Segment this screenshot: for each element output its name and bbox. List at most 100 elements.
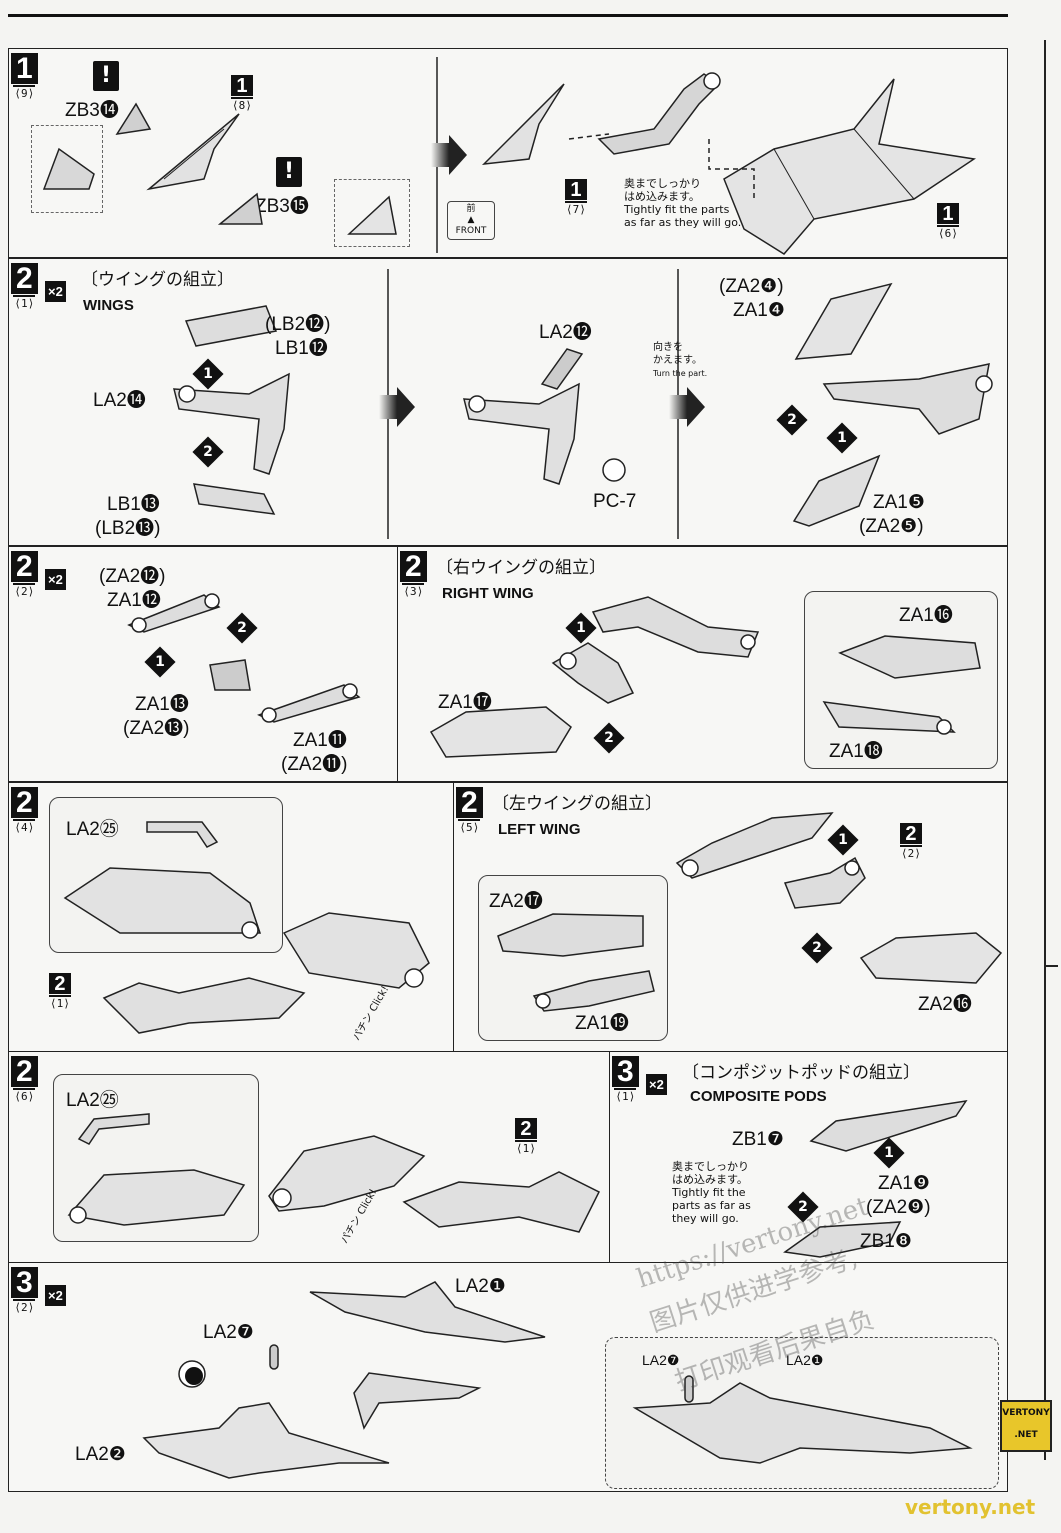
step-number: 3 ⟨1⟩ bbox=[612, 1056, 639, 1103]
part-label-za1-11: ZA1⓫ bbox=[293, 730, 347, 751]
step-2-1-panel: 2 ⟨1⟩ ×2 〔ウイングの組立〕 WINGS (LB2⓬) LB1⓬ LA2… bbox=[8, 258, 1008, 546]
order-marker-1: 1 bbox=[873, 1137, 905, 1169]
lb1-13-part-illustration bbox=[193, 483, 276, 515]
left-wing-frame-illustration bbox=[675, 812, 834, 879]
order-marker-1: 1 bbox=[827, 824, 859, 856]
quantity-badge: ×2 bbox=[646, 1074, 667, 1095]
note-jp-line: 奥までしっかり bbox=[624, 177, 701, 190]
dashed-guide-arrows bbox=[568, 133, 755, 199]
section-title-jp: 〔右ウイングの組立〕 bbox=[436, 558, 606, 578]
wing-frame-illustration bbox=[102, 977, 306, 1034]
main-body-illustration bbox=[723, 78, 977, 255]
part-label-la2-7-detail: LA2❼ bbox=[642, 1352, 680, 1368]
order-number: 2 bbox=[203, 444, 213, 460]
step-digit: 2 bbox=[456, 787, 483, 818]
wing-frame-illustration bbox=[402, 1171, 601, 1233]
ref-substep: ⟨8⟩ bbox=[231, 97, 253, 112]
detail-inset: LA2㉕ bbox=[49, 797, 283, 953]
part-label-za2-4: (ZA2❹) bbox=[719, 276, 784, 297]
step-number: 3 ⟨2⟩ bbox=[11, 1267, 38, 1314]
part-label-lb2-12: (LB2⓬) bbox=[265, 314, 331, 335]
detail-inset: LA2㉕ bbox=[53, 1074, 259, 1242]
reference-step-2-1: 2 ⟨1⟩ bbox=[49, 973, 71, 1010]
ref-digit: 2 bbox=[900, 823, 922, 844]
logo-line-2: .NET bbox=[1014, 1430, 1038, 1440]
zb3-15-part-illustration bbox=[217, 192, 263, 225]
order-number: 1 bbox=[838, 832, 848, 848]
ref-digit: 1 bbox=[565, 179, 587, 200]
turn-part-note: 向きを かえます。 Turn the part. bbox=[653, 341, 707, 380]
right-wing-frame-illustration bbox=[591, 596, 760, 658]
part-label-za1-5: ZA1❺ bbox=[873, 492, 925, 513]
front-direction-badge: 前 ▲ FRONT bbox=[447, 201, 495, 240]
front-arrow-icon: ▲ bbox=[467, 215, 475, 225]
step-2-6-panel: 2 ⟨6⟩ LA2㉕ 2 ⟨1⟩ パチン Click! bbox=[8, 1051, 610, 1263]
fit-note: 奥までしっかり はめ込みます。 Tightly fit the parts as… bbox=[624, 177, 741, 229]
ref-substep: ⟨1⟩ bbox=[49, 995, 71, 1010]
step-digit: 2 bbox=[11, 263, 38, 294]
part-label-zb1-8: ZB1❽ bbox=[860, 1231, 912, 1252]
ref-substep: ⟨1⟩ bbox=[515, 1140, 537, 1155]
wing-shell-illustration bbox=[63, 867, 262, 939]
reference-step-2-1: 2 ⟨1⟩ bbox=[515, 1118, 537, 1155]
order-number: 1 bbox=[155, 654, 165, 670]
step-number: 2 ⟨3⟩ bbox=[400, 551, 427, 598]
step-number: 2 ⟨5⟩ bbox=[456, 787, 483, 834]
ref-digit: 1 bbox=[937, 203, 959, 224]
note-jp-line: 奥までしっかり bbox=[672, 1160, 749, 1173]
part-label-za2-12: (ZA2⓬) bbox=[99, 566, 166, 587]
step-substep: ⟨1⟩ bbox=[614, 1088, 637, 1103]
la2-25-part-illustration bbox=[146, 821, 219, 848]
wing-tip-part-illustration bbox=[42, 147, 95, 190]
step-3-1-panel: 3 ⟨1⟩ ×2 〔コンポジットポッドの組立〕 COMPOSITE PODS Z… bbox=[609, 1051, 1008, 1263]
part-label-za2-17: ZA2⓱ bbox=[489, 891, 543, 912]
part-label-za2-13: (ZA2⓭) bbox=[123, 718, 190, 739]
part-label-za1-12: ZA1⓬ bbox=[107, 590, 161, 611]
wing-shell-illustration bbox=[67, 1169, 246, 1226]
wing-blade-illustration bbox=[481, 83, 565, 165]
part-label-za2-16: ZA2⓰ bbox=[918, 994, 972, 1015]
zb1-7-part-illustration bbox=[809, 1099, 968, 1152]
order-marker-1: 1 bbox=[565, 612, 597, 644]
step-3-2-panel: 3 ⟨2⟩ ×2 LA2❶ LA2❼ LA2❷ LA2❼ LA2❶ bbox=[8, 1262, 1008, 1492]
order-number: 2 bbox=[787, 412, 797, 428]
right-margin-mark bbox=[1044, 965, 1058, 967]
lb2-12-part-illustration bbox=[184, 305, 278, 347]
part-label-za1-17: ZA1⓱ bbox=[438, 692, 492, 713]
step-substep: ⟨3⟩ bbox=[402, 583, 425, 598]
section-title-en: LEFT WING bbox=[498, 821, 581, 838]
wing-body-illustration bbox=[268, 1135, 426, 1212]
step-substep: ⟨2⟩ bbox=[13, 1299, 36, 1314]
part-label-zb3-15: ZB3⓯ bbox=[255, 196, 309, 217]
section-title-en: COMPOSITE PODS bbox=[690, 1088, 827, 1105]
part-label-za2-5: (ZA2❺) bbox=[859, 516, 924, 537]
black-sticker-icon bbox=[178, 1360, 206, 1388]
order-number: 1 bbox=[576, 620, 586, 636]
part-label-la2-7: LA2❼ bbox=[203, 1322, 254, 1343]
detail-inset: LA2❼ LA2❶ bbox=[605, 1337, 999, 1489]
section-title-jp: 〔コンポジットポッドの組立〕 bbox=[682, 1063, 920, 1083]
pc7-joint-icon bbox=[602, 458, 626, 482]
note-en-line: Tightly fit the bbox=[672, 1186, 746, 1199]
note-en-line: as far as they will go. bbox=[624, 216, 742, 229]
order-number: 1 bbox=[837, 430, 847, 446]
part-label-la2-25: LA2㉕ bbox=[66, 1090, 119, 1111]
step-substep: ⟨6⟩ bbox=[13, 1088, 36, 1103]
warning-icon: ! bbox=[276, 157, 302, 187]
step-digit: 2 bbox=[11, 551, 38, 582]
la2-2-part-illustration bbox=[142, 1402, 390, 1479]
part-label-lb1-13: LB1⓭ bbox=[107, 494, 160, 515]
part-label-za1-18: ZA1⓲ bbox=[829, 741, 883, 762]
order-marker-2: 2 bbox=[192, 436, 224, 468]
za1-17-part-illustration bbox=[429, 706, 572, 758]
arm-joint-illustration bbox=[597, 72, 721, 155]
note-jp-line: はめ込みます。 bbox=[672, 1173, 748, 1186]
step-digit: 1 bbox=[11, 53, 38, 84]
ref-substep: ⟨2⟩ bbox=[900, 845, 922, 860]
top-rule bbox=[8, 14, 1008, 17]
za1-19-part-illustration bbox=[532, 970, 655, 1012]
reference-step-1-7: 1 ⟨7⟩ bbox=[565, 179, 587, 216]
reference-step-2-2: 2 ⟨2⟩ bbox=[900, 823, 922, 860]
note-jp-line: 向きを bbox=[653, 342, 683, 353]
part-label-zb1-7: ZB1❼ bbox=[732, 1129, 784, 1150]
